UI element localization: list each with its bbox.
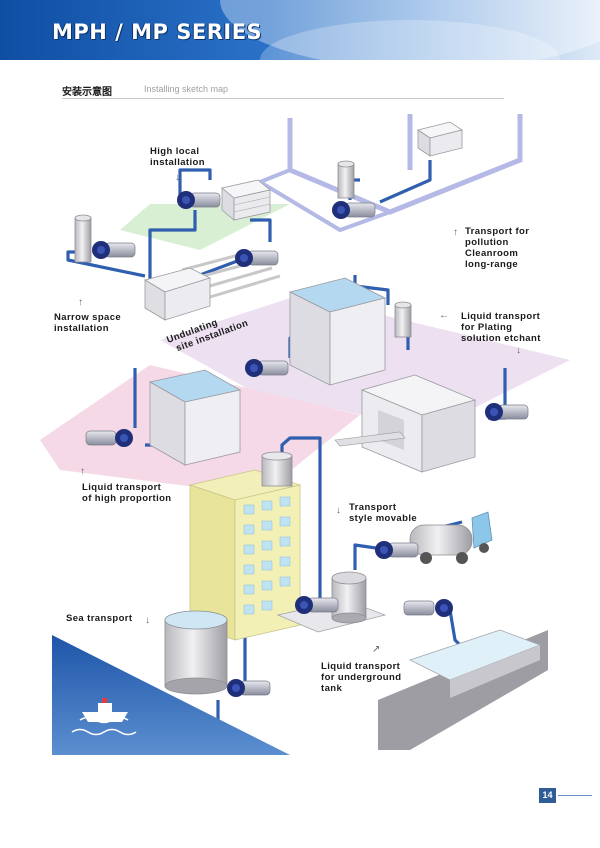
page-number: 14 — [539, 788, 556, 803]
plating-column — [394, 301, 412, 338]
arrow-up-icon: ↑ — [453, 227, 458, 238]
building — [188, 451, 302, 641]
arrow-down-icon: ↓ — [145, 615, 150, 626]
cleanroom-trays — [417, 121, 463, 157]
narrow-space-box — [143, 267, 212, 321]
header-swoosh — [220, 0, 600, 60]
sea-tank — [164, 610, 228, 695]
section-title-cn: 安装示意图 — [62, 87, 112, 98]
pumps — [85, 191, 529, 697]
page-title: MPH / MP SERIES — [52, 20, 263, 44]
section-title-en: Installing sketch map — [144, 84, 229, 94]
label-sea: Sea transport — [66, 613, 133, 624]
arrow-up-icon: ↑ — [78, 297, 83, 308]
installation-sketch: Undulating site installation — [40, 114, 570, 755]
header-banner: MPH / MP SERIES — [0, 0, 600, 60]
arrow-up-right-icon: ↗ — [372, 644, 381, 655]
cleanroom-column — [337, 160, 355, 199]
section-heading: 安装示意图 Installing sketch map — [62, 83, 504, 99]
ground-slab — [276, 571, 387, 633]
sea-area — [52, 635, 290, 755]
high-proportion-tank — [148, 369, 242, 466]
arrow-up-icon: ↑ — [80, 466, 85, 477]
cleanroom-room — [255, 114, 523, 233]
etching-machine — [334, 374, 477, 473]
arrow-down-icon: ↓ — [336, 505, 341, 516]
underground-tank — [378, 629, 548, 750]
arrow-down-icon: ↓ — [175, 172, 180, 183]
high-local-trays — [221, 179, 271, 221]
page-number-rule — [558, 795, 592, 796]
arrow-down-icon: ↓ — [516, 345, 521, 356]
arrow-left-icon: ← — [439, 310, 449, 321]
narrow-space-tank — [74, 214, 92, 263]
plating-tank — [288, 277, 387, 386]
tanker-truck — [409, 511, 493, 564]
